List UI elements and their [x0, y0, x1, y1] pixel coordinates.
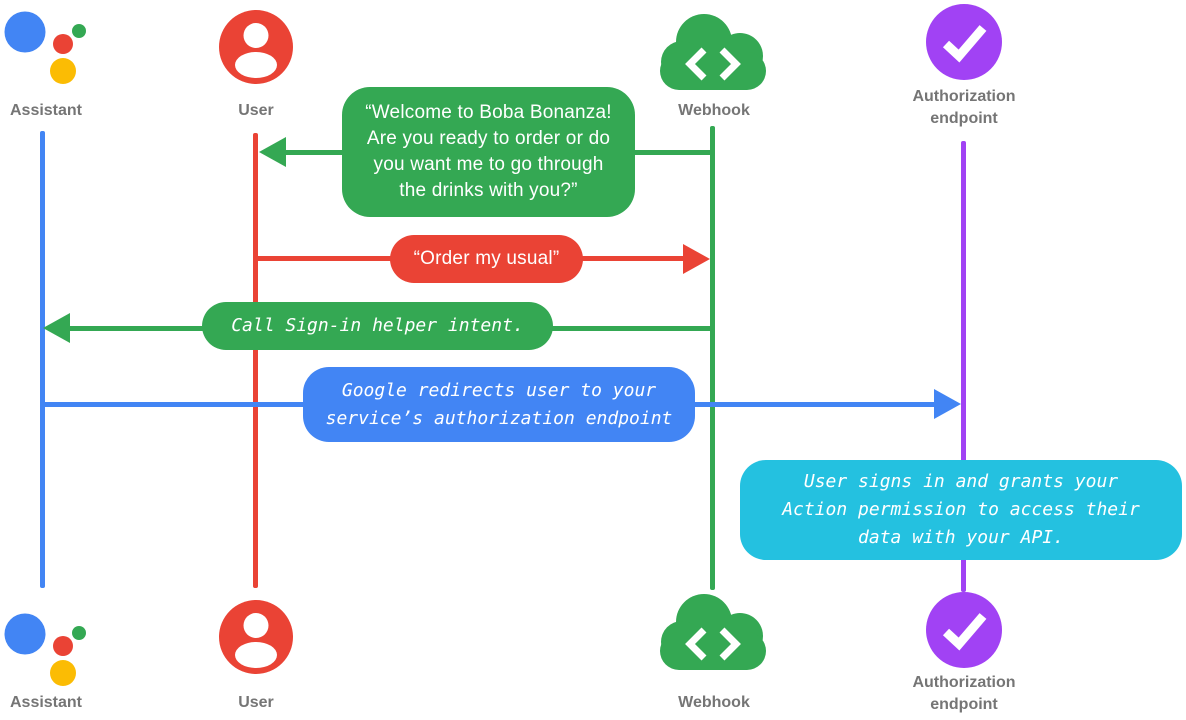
order-message-bubble: “Order my usual”: [390, 235, 583, 283]
google-assistant-icon: [4, 613, 86, 686]
webhook-lifeline: [710, 126, 715, 590]
user-label: User: [238, 102, 274, 119]
message-line: User signs in and grants your: [803, 471, 1119, 492]
message-line: the drinks with you?”: [399, 180, 578, 201]
grant-note-bubble: User signs in and grants your Action per…: [740, 460, 1182, 560]
auth-endpoint-lifeline: [961, 141, 966, 592]
auth-endpoint-label: Authorization endpoint: [912, 88, 1016, 127]
message-line: data with your API.: [858, 527, 1064, 548]
cloud-code-icon: [660, 14, 766, 90]
message-line: Action permission to access their: [782, 499, 1140, 520]
welcome-arrowhead-icon: [259, 137, 286, 167]
webhook-label: Webhook: [678, 694, 750, 711]
order-arrowhead-icon: [683, 244, 710, 274]
redirect-arrowhead-icon: [934, 389, 961, 419]
webhook-label: Webhook: [678, 102, 750, 119]
user-lifeline: [253, 133, 258, 588]
auth-endpoint-label: Authorization endpoint: [912, 674, 1016, 713]
message-line: Are you ready to order or do: [366, 128, 611, 149]
redirect-message-bubble: Google redirects user to your service’s …: [303, 367, 695, 442]
check-circle-icon: [926, 4, 1002, 80]
cloud-code-icon: [660, 594, 766, 670]
signin-message-bubble: Call Sign-in helper intent.: [202, 302, 553, 350]
signin-arrowhead-icon: [43, 313, 70, 343]
message-line: Google redirects user to your: [341, 379, 657, 401]
message-line: “Order my usual”: [413, 248, 560, 269]
google-assistant-icon: [4, 11, 86, 84]
user-icon: [219, 10, 293, 84]
check-circle-icon: [926, 592, 1002, 668]
message-line: “Welcome to Boba Bonanza!: [365, 102, 612, 123]
assistant-lifeline: [40, 131, 45, 588]
assistant-label: Assistant: [9, 694, 83, 711]
message-line: you want me to go through: [373, 154, 604, 175]
message-line: Call Sign-in helper intent.: [231, 315, 524, 336]
message-line: service’s authorization endpoint: [325, 407, 673, 429]
welcome-message-bubble: “Welcome to Boba Bonanza! Are you ready …: [342, 87, 635, 217]
user-icon: [219, 600, 293, 674]
assistant-label: Assistant: [9, 102, 83, 119]
user-label: User: [238, 694, 274, 711]
